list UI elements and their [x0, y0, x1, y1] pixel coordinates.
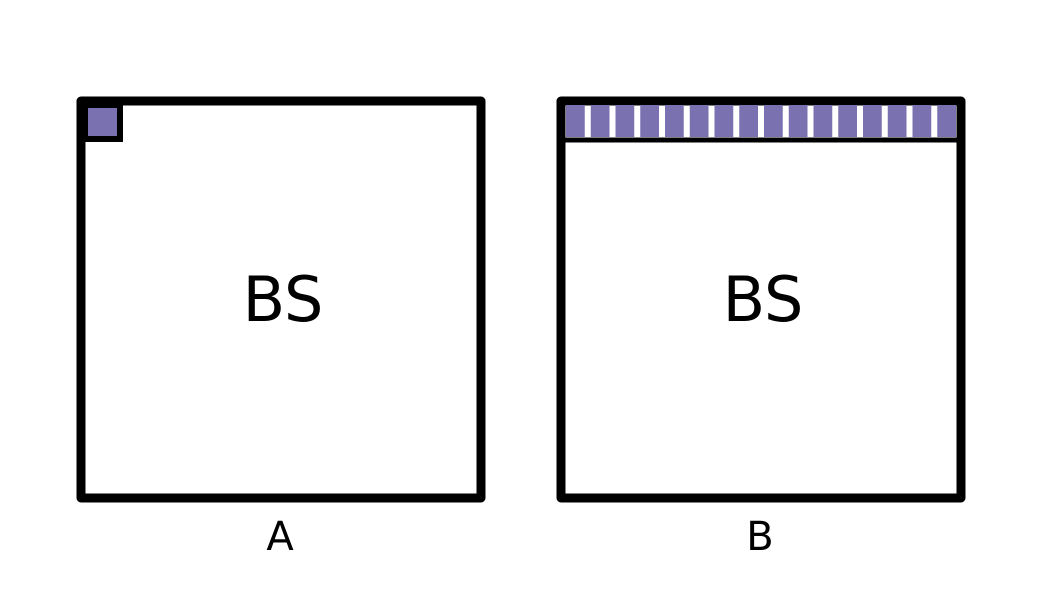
panel-a-cell: [82, 102, 123, 142]
panel-b: BS B: [556, 96, 966, 560]
panel-b-cell: [665, 105, 684, 137]
panel-a-center-label: BS: [243, 263, 324, 336]
panel-b-center-label: BS: [723, 263, 804, 336]
panel-b-cell-group: [561, 105, 961, 143]
panel-b-cell: [615, 105, 635, 137]
panel-a-frame: [76, 96, 486, 503]
panel-b-cell: [590, 105, 610, 137]
panel-b-cell: [640, 105, 659, 137]
panel-b-cell: [863, 105, 882, 137]
panel-b-cell: [764, 105, 783, 137]
panel-a-caption: A: [266, 514, 294, 560]
panel-b-cell: [689, 105, 709, 137]
panel-b-cell: [838, 105, 857, 137]
panel-b-cell: [887, 105, 907, 137]
panel-b-cell: [937, 105, 956, 137]
panel-b-cell: [813, 105, 833, 137]
panel-b-cell: [788, 105, 808, 137]
panel-a: BS A: [76, 96, 486, 560]
panel-b-frame: [556, 96, 966, 503]
panel-b-cell: [912, 105, 932, 137]
panel-a-cell-group: [82, 102, 123, 142]
panel-b-caption: B: [746, 514, 773, 560]
panel-b-cell: [714, 105, 734, 137]
panel-b-cell: [739, 105, 758, 137]
panel-b-cell: [566, 105, 585, 137]
